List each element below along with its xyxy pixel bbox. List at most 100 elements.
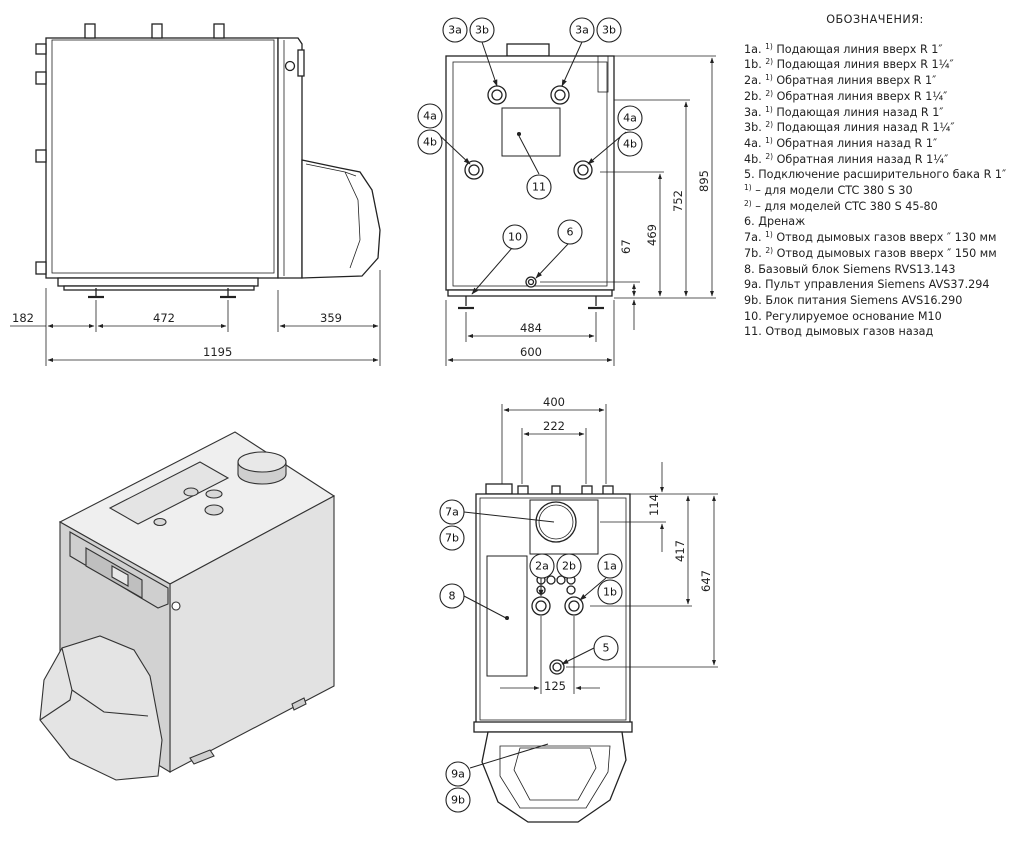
legend-item-code: 6. bbox=[744, 215, 755, 229]
top-view bbox=[473, 483, 633, 823]
callout-3b: 3b bbox=[475, 24, 489, 37]
legend-item-footnote: 2) bbox=[765, 57, 774, 67]
legend-item-code: 4a. bbox=[744, 136, 762, 150]
dim-top-647: 647 bbox=[699, 570, 713, 592]
legend-item-text: Обратная линия вверх R 1¼″ bbox=[776, 89, 948, 103]
legend-item-text: Подающая линия вверх R 1″ bbox=[776, 42, 943, 56]
legend-item-footnote: 1) bbox=[765, 104, 773, 114]
legend-item: 2a. 1) Обратная линия вверх R 1″ bbox=[744, 73, 1006, 89]
legend-item-footnote: 1) bbox=[765, 135, 773, 145]
legend-item: 2b. 2) Обратная линия вверх R 1¼″ bbox=[744, 89, 1006, 105]
dim-side-total: 1195 bbox=[203, 345, 232, 359]
dim-top-125: 125 bbox=[544, 679, 566, 693]
callout-10: 10 bbox=[508, 231, 522, 244]
legend-item-code: 1b. bbox=[744, 58, 762, 72]
legend-item: 7b. 2) Отвод дымовых газов вверх ″ 150 м… bbox=[744, 246, 1006, 262]
dim-top-400: 400 bbox=[543, 395, 565, 409]
legend-item-footnote: 1) bbox=[765, 41, 773, 51]
legend-item-code: 2a. bbox=[744, 74, 762, 88]
legend-item-footnote: 2) bbox=[765, 151, 774, 161]
legend-item-code: 7b. bbox=[744, 246, 762, 260]
callout-2a: 2a bbox=[535, 560, 549, 573]
callout-2b: 2b bbox=[562, 560, 576, 573]
legend-item-code: 8. bbox=[744, 262, 755, 276]
callout-4b: 4b bbox=[423, 136, 437, 149]
callout-6: 6 bbox=[567, 226, 574, 239]
back-dimensions bbox=[445, 55, 716, 366]
legend-item-text: Отвод дымовых газов вверх ″ 150 мм bbox=[776, 246, 997, 260]
dim-back-h67: 67 bbox=[619, 239, 633, 254]
legend-item-code: 2b. bbox=[744, 89, 762, 103]
legend-item-text: Подающая линия вверх R 1¼″ bbox=[776, 58, 954, 72]
callout-3a: 3a bbox=[448, 24, 462, 37]
top-leaders bbox=[463, 511, 607, 769]
callout-4a: 4a bbox=[423, 110, 437, 123]
back-view bbox=[445, 43, 615, 310]
flue-plate bbox=[501, 107, 561, 157]
legend-item: 10. Регулируемое основание M10 bbox=[744, 309, 1006, 325]
legend-item-text: Отвод дымовых газов назад bbox=[765, 325, 934, 339]
legend-item-text: Пульт управления Siemens AVS37.294 bbox=[765, 278, 990, 292]
dim-top-417: 417 bbox=[673, 540, 687, 562]
legend-item-code: 11. bbox=[744, 325, 762, 339]
top-dimensions bbox=[500, 404, 718, 694]
legend-item-text: Обратная линия назад R 1″ bbox=[776, 136, 938, 150]
callout-3b-right: 3b bbox=[602, 24, 616, 37]
legend-item-footnote: 1) bbox=[765, 73, 773, 83]
legend-item-text: Блок питания Siemens AVS16.290 bbox=[765, 293, 963, 307]
dim-side-feet: 472 bbox=[153, 311, 175, 325]
callout-4a-right: 4a bbox=[623, 112, 637, 125]
legend-item-footnote: 2) bbox=[765, 120, 774, 130]
legend-item-footnote: 2) bbox=[765, 88, 774, 98]
legend-item-text: Обратная линия назад R 1¼″ bbox=[776, 152, 949, 166]
dim-side-left: 182 bbox=[12, 311, 34, 325]
legend-item-code: 3b. bbox=[744, 121, 762, 135]
legend-item-code: 10. bbox=[744, 309, 762, 323]
legend-item-text: Базовый блок Siemens RVS13.143 bbox=[758, 262, 956, 276]
legend-item-footnote: 1) bbox=[744, 183, 752, 193]
side-body bbox=[45, 37, 279, 279]
callout-5: 5 bbox=[603, 642, 610, 655]
callout-8: 8 bbox=[449, 590, 456, 603]
base-block bbox=[486, 555, 528, 677]
legend-item-text: Обратная линия вверх R 1″ bbox=[776, 74, 937, 88]
legend-item: 1) – для модели CTC 380 S 30 bbox=[744, 183, 1006, 199]
legend-item-text: Дренаж bbox=[758, 215, 806, 229]
legend-item-text: Отвод дымовых газов вверх ″ 130 мм bbox=[776, 231, 997, 245]
legend-item-code: 9b. bbox=[744, 293, 762, 307]
legend-item-code: 5. bbox=[744, 168, 755, 182]
legend-item-code: 1a. bbox=[744, 42, 762, 56]
legend-item: 9a. Пульт управления Siemens AVS37.294 bbox=[744, 277, 1006, 293]
callout-3a-right: 3a bbox=[575, 24, 589, 37]
dim-back-h752: 752 bbox=[671, 190, 685, 212]
callout-4b-right: 4b bbox=[623, 138, 637, 151]
dim-side-right: 359 bbox=[320, 311, 342, 325]
legend-item: 1a. 1) Подающая линия вверх R 1″ bbox=[744, 42, 1006, 58]
legend-item-footnote: 2) bbox=[744, 198, 752, 208]
perspective-view bbox=[39, 431, 336, 781]
legend-item-code: 4b. bbox=[744, 152, 762, 166]
legend-item: 6. Дренаж bbox=[744, 214, 1006, 230]
legend-list: 1a. 1) Подающая линия вверх R 1″1b. 2) П… bbox=[744, 42, 1006, 340]
callout-11: 11 bbox=[532, 181, 546, 194]
back-callouts bbox=[417, 17, 643, 250]
dim-top-114: 114 bbox=[647, 494, 661, 516]
callout-7a: 7a bbox=[445, 506, 459, 519]
dim-back-feet: 484 bbox=[520, 321, 542, 335]
legend: ОБОЗНАЧЕНИЯ: 1a. 1) Подающая линия вверх… bbox=[744, 12, 1006, 340]
legend-item-text: Подающая линия назад R 1¼″ bbox=[776, 121, 955, 135]
legend-item: 3a. 1) Подающая линия назад R 1″ bbox=[744, 105, 1006, 121]
top-callouts bbox=[439, 499, 623, 813]
legend-item-text: – для моделей CTC 380 S 45-80 bbox=[755, 199, 938, 213]
callout-9b: 9b bbox=[451, 794, 465, 807]
legend-item-footnote: 1) bbox=[765, 230, 773, 240]
callout-1a: 1a bbox=[603, 560, 617, 573]
legend-item-code: 7a. bbox=[744, 231, 762, 245]
callout-1b: 1b bbox=[603, 586, 617, 599]
legend-item-code: 3a. bbox=[744, 105, 762, 119]
dim-top-222: 222 bbox=[543, 419, 565, 433]
legend-item-footnote: 2) bbox=[765, 245, 774, 255]
legend-item: 11. Отвод дымовых газов назад bbox=[744, 324, 1006, 340]
legend-item-text: Подключение расширительного бака R 1″ bbox=[758, 168, 1007, 182]
legend-item-text: – для модели CTC 380 S 30 bbox=[755, 184, 913, 198]
